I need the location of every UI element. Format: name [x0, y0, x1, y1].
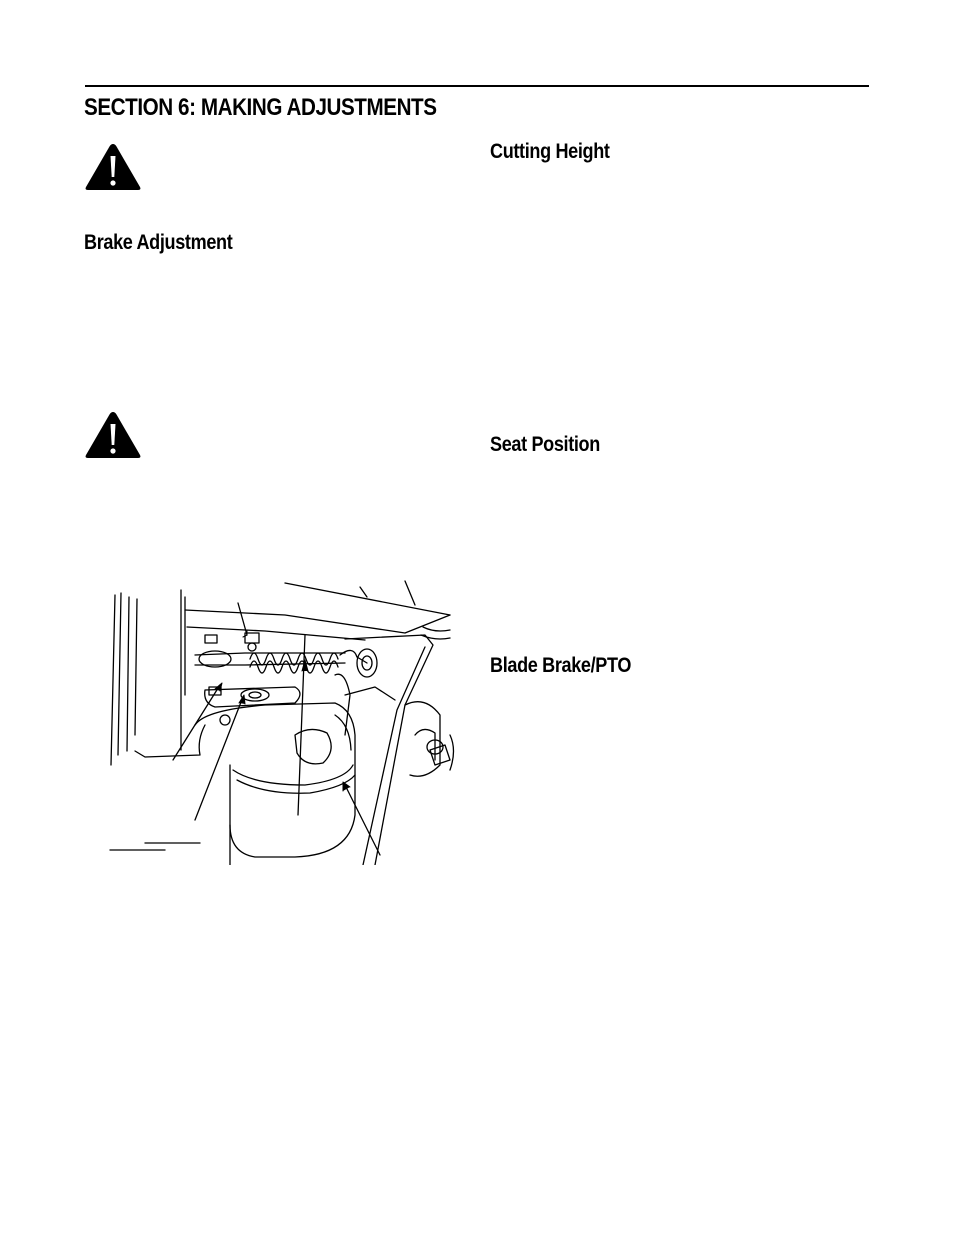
heading-cutting-height: Cutting Height: [490, 140, 610, 163]
heading-brake-adjustment: Brake Adjustment: [84, 231, 233, 254]
warning-triangle-icon: [85, 144, 141, 190]
section-rule: [85, 85, 869, 87]
section-title: SECTION 6: MAKING ADJUSTMENTS: [84, 94, 437, 121]
warning-triangle-icon: [85, 412, 141, 458]
brake-assembly-illustration: [109, 580, 455, 865]
heading-seat-position: Seat Position: [490, 433, 600, 456]
heading-blade-brake-pto: Blade Brake/PTO: [490, 654, 632, 677]
